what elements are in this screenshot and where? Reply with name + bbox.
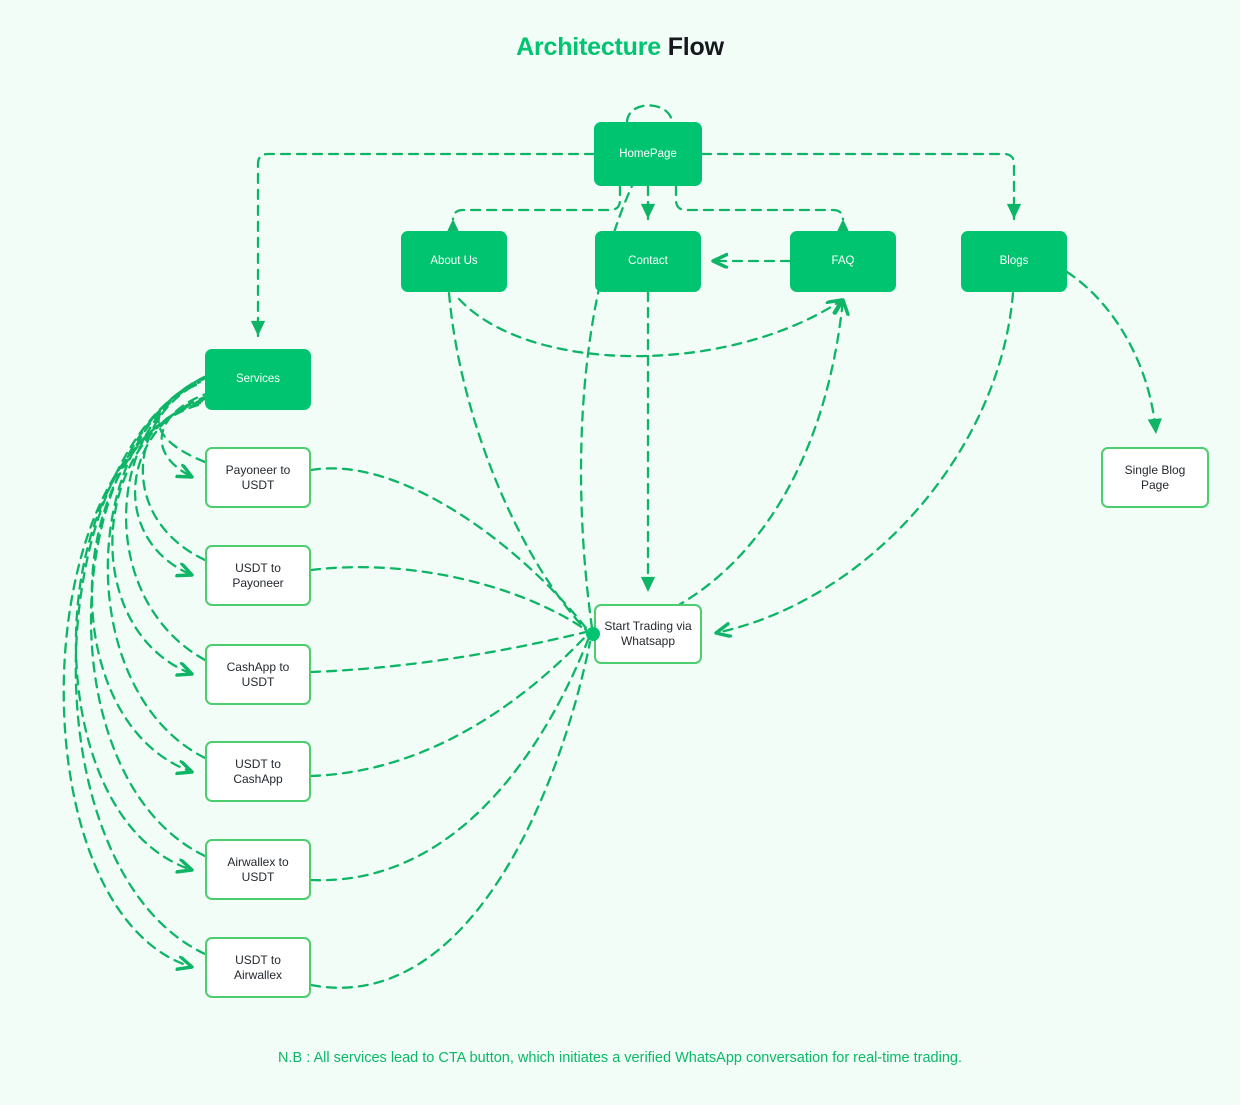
edge-services-svc3 bbox=[111, 397, 207, 674]
node-services[interactable]: Services bbox=[205, 349, 311, 410]
node-cashapp-to-usdt[interactable]: CashApp to USDT bbox=[205, 644, 311, 705]
node-homepage[interactable]: HomePage bbox=[594, 122, 702, 186]
page-title-primary: Architecture bbox=[516, 33, 661, 61]
edge-svc5-cta bbox=[309, 638, 590, 882]
edge-homepage-blogs bbox=[700, 152, 1022, 221]
edge-homepage-faq bbox=[674, 184, 851, 235]
edge-services-svc5 bbox=[74, 401, 202, 870]
page-title: Architecture Flow bbox=[0, 33, 1240, 62]
edge-convergence-dot bbox=[586, 627, 600, 641]
edge-svc4-cta bbox=[309, 634, 588, 778]
node-blogs[interactable]: Blogs bbox=[961, 231, 1067, 292]
node-cashapp-to-usdt-label: CashApp to USDT bbox=[226, 659, 290, 689]
edge-cta-faq bbox=[598, 300, 843, 634]
edge-services-svc2 bbox=[133, 394, 210, 575]
node-start-trading-via-whatsapp-label: Start Trading via Whatsapp bbox=[604, 619, 692, 648]
footer-note: N.B : All services lead to CTA button, w… bbox=[278, 1050, 962, 1066]
node-blogs-label: Blogs bbox=[999, 255, 1029, 268]
node-about-us-label: About Us bbox=[430, 255, 478, 268]
node-payoneer-to-usdt-label: Payoneer to USDT bbox=[225, 462, 291, 492]
edge-svc3-services bbox=[125, 377, 207, 662]
node-start-trading-via-whatsapp[interactable]: Start Trading via Whatsapp bbox=[594, 604, 702, 664]
node-usdt-to-payoneer[interactable]: USDT to Payoneer bbox=[205, 545, 311, 606]
edge-svc5-services bbox=[89, 372, 214, 858]
node-usdt-to-cashapp[interactable]: USDT to CashApp bbox=[205, 741, 311, 802]
edge-blogs-cta bbox=[716, 291, 1015, 633]
edge-svc6-services bbox=[74, 370, 218, 956]
node-homepage-label: HomePage bbox=[619, 147, 677, 160]
edge-services-svc6 bbox=[62, 403, 200, 967]
edge-svc1-cta bbox=[309, 467, 588, 630]
node-single-blog-page-label: Single Blog Page bbox=[1124, 462, 1186, 492]
node-airwallex-to-usdt-label: Airwallex to USDT bbox=[227, 854, 289, 884]
node-services-label: Services bbox=[235, 373, 281, 386]
node-usdt-to-airwallex-label: USDT to Airwallex bbox=[233, 952, 282, 982]
node-usdt-to-airwallex[interactable]: USDT to Airwallex bbox=[205, 937, 311, 998]
edge-svc1-services bbox=[157, 383, 207, 464]
node-usdt-to-payoneer-label: USDT to Payoneer bbox=[232, 560, 284, 590]
node-usdt-to-cashapp-label: USDT to CashApp bbox=[233, 756, 283, 786]
node-airwallex-to-usdt[interactable]: Airwallex to USDT bbox=[205, 839, 311, 900]
node-faq-label: FAQ bbox=[831, 255, 855, 268]
edge-homepage-self bbox=[625, 104, 674, 124]
page-title-secondary: Flow bbox=[667, 33, 724, 61]
edge-about-cta bbox=[447, 291, 588, 632]
node-contact[interactable]: Contact bbox=[595, 231, 701, 292]
node-faq[interactable]: FAQ bbox=[790, 231, 896, 292]
edge-svc3-cta bbox=[309, 630, 588, 674]
node-contact-label: Contact bbox=[628, 255, 668, 268]
edge-svc2-services bbox=[141, 380, 207, 562]
edge-about-faq bbox=[457, 297, 842, 358]
edge-svc2-cta bbox=[309, 566, 588, 632]
edge-services-svc4 bbox=[90, 399, 204, 772]
edge-homepage-about bbox=[445, 184, 622, 235]
node-about-us[interactable]: About Us bbox=[401, 231, 507, 292]
edge-svc4-services bbox=[106, 374, 210, 760]
node-payoneer-to-usdt[interactable]: Payoneer to USDT bbox=[205, 447, 311, 508]
node-single-blog-page[interactable]: Single Blog Page bbox=[1101, 447, 1209, 508]
edge-blogs-blogpage bbox=[1065, 270, 1162, 436]
edge-svc6-cta bbox=[309, 640, 592, 989]
